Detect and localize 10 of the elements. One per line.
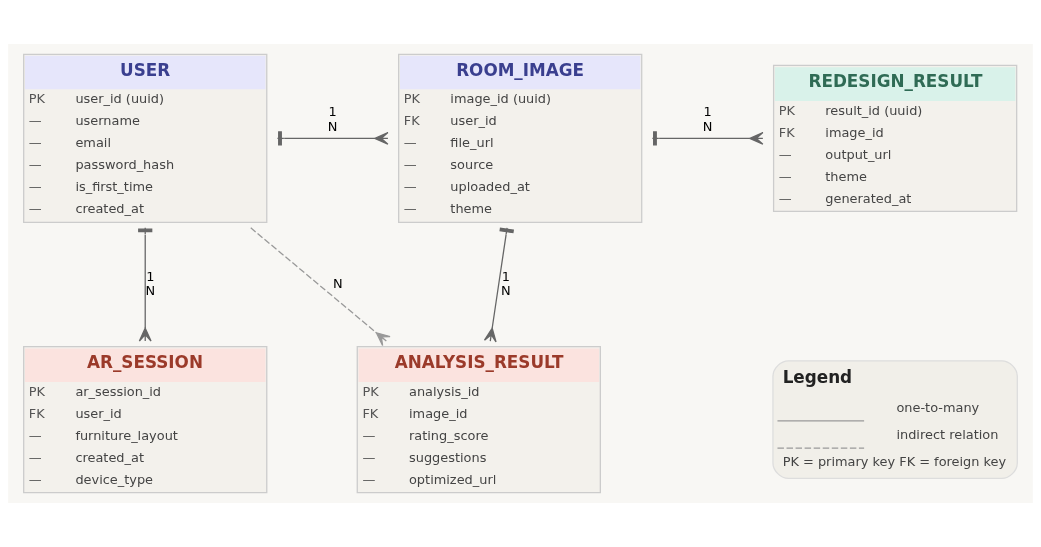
edge-label: 1 N [327,104,338,134]
label: PK = primary key FK = foreign key [782,454,1007,470]
legend-label: indirect relation [896,427,999,442]
edge-label: 1 N [501,268,511,298]
label: Legend [782,366,853,387]
connector [250,227,391,347]
edge-label: 1 N [145,268,156,298]
legend-label: one-to-many [896,399,980,415]
edge-label: 1 N [702,104,713,134]
edge-label: N [333,275,343,291]
